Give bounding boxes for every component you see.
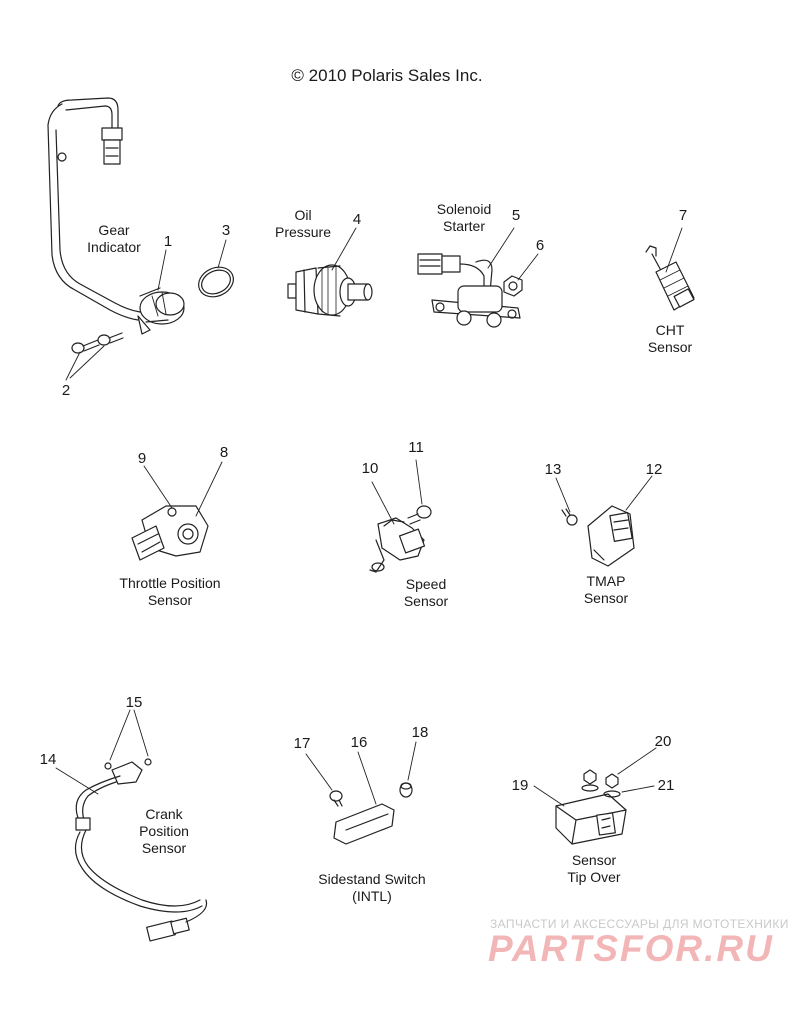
callout-number: 21 [657, 777, 675, 794]
label-line: Starter [442, 218, 485, 234]
label-line: Speed [405, 576, 447, 592]
speed-sensor-part [369, 517, 426, 573]
screw-part [561, 508, 578, 526]
label-line: CHT [655, 322, 685, 338]
callout-number: 8 [219, 444, 229, 461]
tip-over-sensor-part [555, 793, 627, 845]
sensor-tip-over-label: Sensor Tip Over [567, 852, 620, 886]
sidestand-switch-label: Sidestand Switch (INTL) [318, 871, 425, 905]
label-line: (INTL) [352, 888, 392, 904]
cht-sensor-part [645, 245, 695, 311]
label-line: Crank [145, 806, 183, 822]
gear-indicator-part [47, 97, 185, 335]
screw-parts [104, 758, 152, 770]
label-line: Sensor [403, 593, 449, 609]
nut-washer-parts [581, 769, 621, 798]
label-line: Sensor [647, 339, 693, 355]
callout-number: 2 [61, 382, 71, 399]
callout-number: 1 [163, 233, 173, 250]
nut-part [503, 275, 523, 297]
solenoid-starter-label: Solenoid Starter [437, 201, 492, 235]
label-line: Throttle Position [119, 575, 221, 591]
callout-number: 19 [511, 777, 529, 794]
callout-number: 9 [137, 450, 147, 467]
starter-solenoid-part [417, 253, 521, 328]
callout-number: 4 [352, 211, 362, 228]
sidestand-switch-part [333, 803, 395, 845]
tmap-sensor-part [587, 505, 635, 567]
label-line: Sensor [571, 852, 617, 868]
label-line: TMAP [586, 573, 626, 589]
bushing-part [399, 782, 413, 798]
oil-pressure-label: Oil Pressure [275, 207, 331, 241]
label-line: Sensor [147, 592, 193, 608]
callout-number: 12 [645, 461, 663, 478]
callout-number: 10 [361, 460, 379, 477]
label-line: Oil [294, 207, 312, 223]
callout-number: 5 [511, 207, 521, 224]
callout-number: 15 [125, 694, 143, 711]
cht-sensor-label: CHT Sensor [648, 322, 692, 356]
leader-lines [55, 227, 683, 807]
o-ring-part [198, 266, 234, 298]
crank-position-sensor-label: Crank Position Sensor [139, 806, 189, 857]
screw-part [329, 790, 343, 807]
crank-position-sensor-part [74, 761, 208, 942]
callout-number: 17 [293, 735, 311, 752]
callout-number: 13 [544, 461, 562, 478]
label-line: Position [139, 823, 189, 839]
screw-parts [71, 332, 124, 354]
label-line: Pressure [274, 224, 332, 240]
callout-number: 20 [654, 733, 672, 750]
watermark-logo: PARTSFOR.RU [488, 928, 774, 969]
callout-number: 18 [411, 724, 429, 741]
label-line: Indicator [87, 239, 141, 255]
callout-number: 14 [39, 751, 57, 768]
bolt-part [407, 505, 432, 525]
callout-number: 11 [408, 439, 424, 456]
throttle-position-sensor-part [131, 505, 209, 561]
callout-number: 16 [350, 734, 368, 751]
label-line: Sensor [583, 590, 629, 606]
copyright-notice: © 2010 Polaris Sales Inc. [291, 66, 483, 85]
callout-number: 7 [678, 207, 688, 224]
label-line: Sensor [141, 840, 187, 856]
oil-pressure-switch-part [287, 264, 373, 317]
watermark-caption: ЗАПЧАСТИ И АКСЕССУАРЫ ДЛЯ МОТОТЕХНИКИ [490, 917, 789, 931]
speed-sensor-label: Speed Sensor [404, 576, 448, 610]
label-line: Solenoid [436, 201, 492, 217]
label-line: Gear [98, 222, 130, 238]
tmap-sensor-label: TMAP Sensor [584, 573, 628, 607]
throttle-position-sensor-label: Throttle Position Sensor [119, 575, 220, 609]
callout-number: 6 [535, 237, 545, 254]
gear-indicator-label: Gear Indicator [87, 222, 141, 256]
callout-number: 3 [221, 222, 231, 239]
label-line: Sidestand Switch [318, 871, 426, 887]
label-line: Tip Over [567, 869, 621, 885]
